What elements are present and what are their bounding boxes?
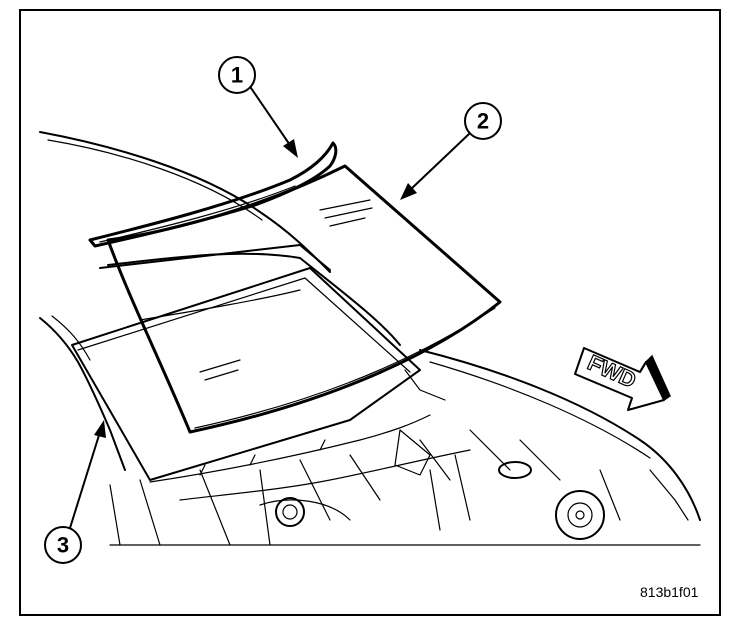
callout-1-arrowhead bbox=[283, 139, 298, 158]
callout-1-number: 1 bbox=[231, 63, 243, 88]
a-pillar-left bbox=[39, 317, 126, 471]
callout-3-leader bbox=[69, 431, 101, 529]
fwd-arrow-icon: FWD bbox=[574, 347, 671, 411]
callout-1: 1 bbox=[218, 56, 298, 158]
callout-2-number: 2 bbox=[477, 109, 489, 134]
hood-right-fender bbox=[419, 349, 701, 521]
upper-molding bbox=[88, 141, 338, 248]
windshield-opening bbox=[71, 267, 421, 481]
engine-bay bbox=[109, 429, 621, 546]
callout-3-arrowhead bbox=[94, 420, 106, 438]
callout-3-number: 3 bbox=[57, 533, 69, 558]
roof-line bbox=[39, 131, 331, 273]
callout-1-leader bbox=[250, 87, 293, 149]
windshield-glass bbox=[106, 164, 502, 434]
figure-id: 813b1f01 bbox=[640, 584, 699, 600]
callout-2-leader bbox=[409, 133, 470, 191]
figure-frame bbox=[19, 9, 721, 616]
callout-2: 2 bbox=[400, 102, 502, 200]
callout-3: 3 bbox=[44, 420, 106, 564]
callout-2-arrowhead bbox=[400, 183, 417, 200]
